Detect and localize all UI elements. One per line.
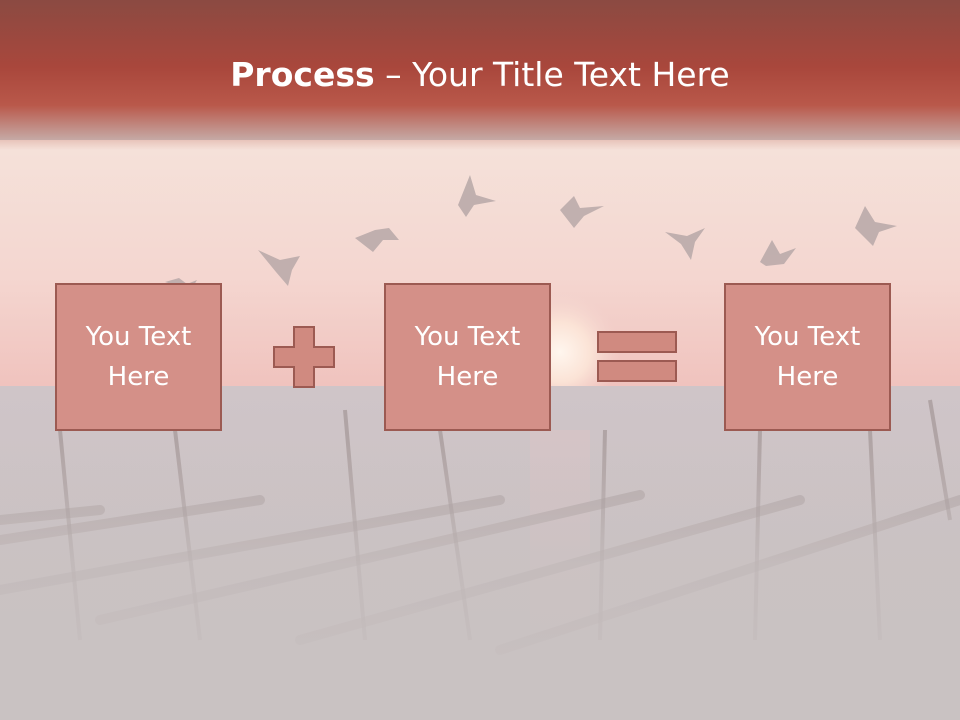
process-box-2[interactable]: You Text Here — [384, 283, 551, 431]
process-box-3[interactable]: You Text Here — [724, 283, 891, 431]
title-rest-text: – Your Title Text Here — [374, 55, 730, 94]
title-band — [0, 0, 960, 150]
slide-title: Process – Your Title Text Here — [0, 52, 960, 98]
process-box-1-label: You Text Here — [85, 322, 192, 392]
process-box-3-label: You Text Here — [754, 322, 861, 392]
process-box-1[interactable]: You Text Here — [55, 283, 222, 431]
title-bold-text: Process — [230, 55, 375, 94]
process-box-2-label: You Text Here — [414, 322, 521, 392]
plus-icon — [273, 326, 335, 388]
equals-icon — [597, 331, 677, 382]
